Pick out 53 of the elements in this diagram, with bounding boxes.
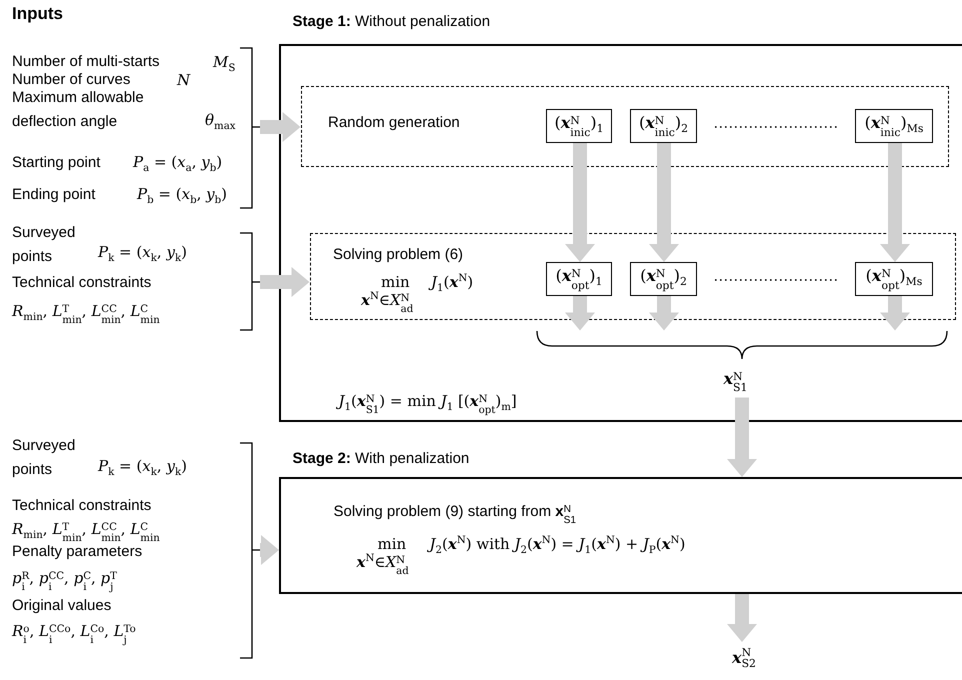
process-box bbox=[300, 86, 948, 166]
input-label: Ending point bbox=[12, 186, 96, 204]
vector-box bbox=[630, 109, 697, 143]
input-label: Number of multi-starts bbox=[12, 53, 160, 71]
arrow bbox=[880, 296, 910, 330]
vector-box bbox=[630, 262, 697, 296]
math-formula: (x$^{N}$$_{inic}$)$_{1}$ bbox=[554, 114, 604, 138]
math-formula: (x$^{N}$$_{inic}$)$_{2}$ bbox=[638, 114, 688, 138]
math-formula: M$_{S}$ bbox=[213, 53, 236, 71]
arrow bbox=[649, 296, 679, 330]
arrow bbox=[565, 143, 595, 262]
vector-box bbox=[855, 262, 933, 296]
input-label: Technical constraints bbox=[12, 274, 152, 292]
math-formula: (x$^{N}$$_{opt}$)$_{1}$ bbox=[556, 266, 602, 291]
math-formula: (x$^{N}$$_{opt}$)$_{Ms}$ bbox=[866, 266, 922, 291]
math-formula: (x$^{N}$$_{inic}$)$_{Ms}$ bbox=[864, 114, 924, 138]
input-label: Original values bbox=[12, 597, 112, 615]
math-formula: P$_{k}$ = (x$_{k}$, y$_{k}$) bbox=[98, 243, 187, 261]
arrow bbox=[649, 143, 679, 262]
process-box bbox=[310, 232, 956, 320]
arrow bbox=[260, 535, 279, 565]
input-label: Penalty parameters bbox=[12, 543, 142, 561]
stage-heading: Stage 1: Without penalization bbox=[292, 12, 490, 30]
arrow bbox=[565, 296, 595, 330]
arrow bbox=[727, 398, 757, 477]
input-label: Technical constraints bbox=[12, 497, 152, 515]
math-formula: min bbox=[381, 273, 410, 291]
input-label: Starting point bbox=[12, 154, 100, 172]
stage-heading: Stage 2: With penalization bbox=[292, 450, 470, 468]
vector-box bbox=[855, 109, 933, 143]
vector-box bbox=[546, 262, 612, 296]
math-formula: J$_{2}$(x$^{N}$) with J$_{2}$(x$^{N}$) = J$_{1}$(x$^{N}$) + J$_{P}$(x$^{N}$) bbox=[430, 534, 686, 552]
math-formula: θ$_{max}$ bbox=[205, 111, 236, 129]
input-label: Random generation bbox=[328, 114, 460, 132]
math-formula: P$_{k}$ = (x$_{k}$, y$_{k}$) bbox=[98, 457, 187, 475]
vector-box bbox=[546, 109, 612, 143]
input-label: Surveyed points bbox=[12, 223, 76, 267]
input-label: Number of curves bbox=[12, 71, 130, 89]
math-formula: P$_{a}$ = (x$_{a}$, y$_{b}$) bbox=[133, 153, 222, 171]
math-formula: P$_{b}$ = (x$_{b}$, y$_{b}$) bbox=[137, 185, 228, 203]
arrow bbox=[727, 594, 757, 642]
math-formula: min bbox=[378, 534, 406, 552]
input-label: Solving problem (6) bbox=[333, 246, 464, 264]
math-formula: J$_{1}$(x$^{N}$) bbox=[431, 273, 474, 291]
math-formula: N bbox=[177, 71, 190, 89]
arrow bbox=[260, 267, 310, 297]
math-formula: (x$^{N}$$_{opt}$)$_{2}$ bbox=[640, 266, 687, 291]
section-title: Inputs bbox=[12, 4, 63, 24]
arrow bbox=[260, 112, 300, 142]
input-label: Maximum allowable deflection angle bbox=[12, 88, 145, 132]
math-formula: J$_{1}$(x$^{N}$$_{S1}$) = min J$_{1}$ [(x$^{N}$$_{opt}$)$_{m}$] bbox=[338, 392, 517, 416]
input-label: Surveyed points bbox=[12, 436, 76, 480]
arrow bbox=[880, 143, 910, 262]
